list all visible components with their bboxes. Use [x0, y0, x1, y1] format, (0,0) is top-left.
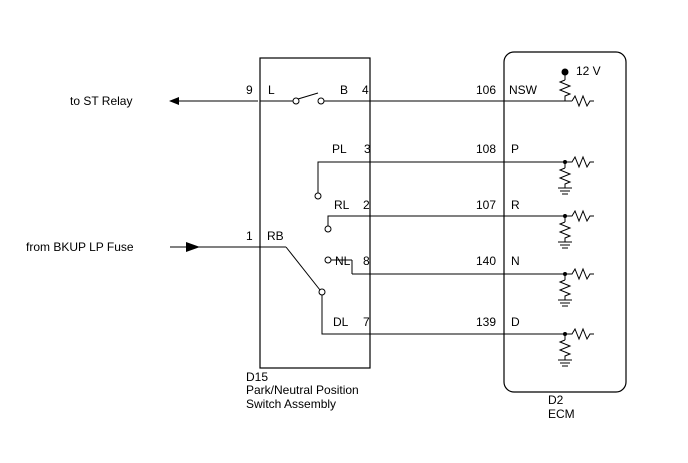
pin-140: 140	[476, 254, 496, 268]
pin-label-nsw: NSW	[509, 83, 538, 97]
pin-label-n: N	[511, 254, 520, 268]
contact-nl	[324, 256, 332, 264]
pin-label-rb: RB	[267, 229, 284, 243]
contact-pl	[314, 192, 322, 200]
pin-label-rl: RL	[334, 198, 350, 212]
ecm-name: ECM	[548, 407, 575, 421]
selector-blade	[285, 246, 321, 291]
pin-8: 8	[363, 254, 370, 268]
pin-2: 2	[363, 198, 370, 212]
pin-106: 106	[476, 83, 496, 97]
pin-label-l: L	[268, 83, 275, 97]
pin-label-d: D	[511, 315, 520, 329]
st-relay-label: to ST Relay	[70, 94, 132, 108]
bkup-fuse-arrow	[186, 242, 200, 252]
pin-9: 9	[246, 83, 253, 97]
pin-label-b: B	[340, 83, 348, 97]
nsw-resistor	[571, 94, 594, 108]
switch-name-line1: Park/Neutral Position	[246, 383, 359, 397]
pin-139: 139	[476, 315, 496, 329]
switch-id: D15	[246, 370, 268, 384]
pin-3: 3	[364, 142, 371, 156]
pin-label-nl: NL	[335, 254, 351, 268]
contact-dl	[318, 288, 326, 296]
switch-name-line2: Switch Assembly	[246, 397, 336, 411]
pin-4: 4	[362, 83, 369, 97]
bkup-fuse-label: from BKUP LP Fuse	[26, 240, 134, 254]
switch-blade-lb	[297, 92, 319, 100]
pin-label-dl: DL	[333, 315, 349, 329]
switch-assembly-box	[259, 57, 371, 369]
rl-internal	[327, 215, 370, 226]
ecm-input-r	[558, 209, 594, 249]
pin-107: 107	[476, 198, 496, 212]
ecm-id: D2	[548, 393, 564, 407]
ecm-box	[503, 51, 627, 393]
supply-voltage-label: 12 V	[576, 64, 601, 78]
dl-internal	[321, 295, 370, 335]
contact-rl	[324, 225, 332, 233]
ecm-input-n	[558, 267, 594, 307]
switch-contact-l	[292, 97, 300, 105]
ecm-input-d	[558, 327, 594, 367]
pl-internal	[317, 161, 370, 193]
pin-label-p: P	[511, 142, 519, 156]
pin-108: 108	[476, 142, 496, 156]
pin-1: 1	[246, 229, 253, 243]
ecm-input-p	[558, 155, 594, 195]
pin-label-pl: PL	[332, 142, 347, 156]
pin-label-r: R	[511, 198, 520, 212]
pin-7: 7	[363, 315, 370, 329]
switch-contact-b	[317, 97, 325, 105]
pullup-resistor	[558, 79, 572, 101]
